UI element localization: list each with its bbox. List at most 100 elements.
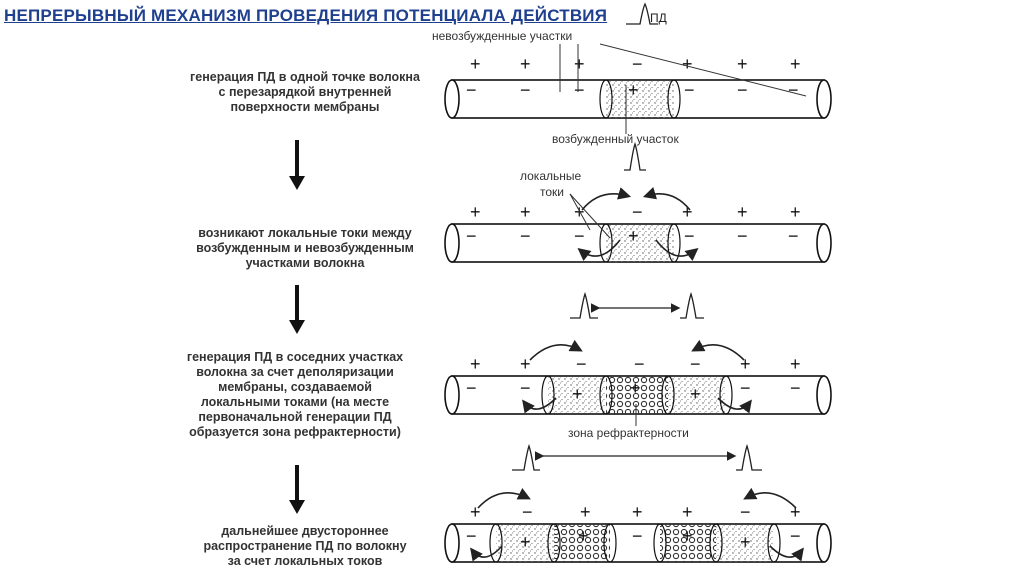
current-arrow-icon xyxy=(577,239,621,261)
excited-segment xyxy=(496,524,554,562)
spike-icon xyxy=(626,2,658,25)
sign-minus: − xyxy=(466,226,477,246)
sign-minus: − xyxy=(684,80,695,100)
sign-plus: + xyxy=(737,54,748,74)
sign-minus: − xyxy=(574,226,585,246)
sign-plus: + xyxy=(580,502,591,522)
step-2-caption: возникают локальные токи между возбужден… xyxy=(150,226,460,271)
sign-plus: + xyxy=(574,202,585,222)
sign-plus: + xyxy=(790,502,801,522)
sign-minus: − xyxy=(466,80,477,100)
sign-plus: + xyxy=(470,54,481,74)
sign-minus: − xyxy=(576,354,587,374)
sign-plus: + xyxy=(572,384,583,404)
excited-label: возбужденный участок xyxy=(552,132,679,146)
sign-minus: − xyxy=(740,502,751,522)
step-2-line: возбужденным и невозбужденным xyxy=(196,241,414,255)
current-arrow-icon xyxy=(717,397,752,414)
sign-plus: + xyxy=(790,54,801,74)
fiber-3 xyxy=(444,375,832,415)
sign-plus: + xyxy=(520,532,531,552)
excited-segment xyxy=(606,80,674,118)
current-arrow-icon xyxy=(655,239,699,261)
pd-label: ПД xyxy=(650,11,667,25)
sign-plus: + xyxy=(574,54,585,74)
sign-plus: + xyxy=(682,526,693,546)
sign-minus: − xyxy=(790,526,801,546)
step-3-line: мембраны, создаваемой xyxy=(218,380,372,394)
step-4-caption: дальнейшее двустороннее распространение … xyxy=(150,524,460,569)
refractory-segment xyxy=(660,524,716,562)
sign-plus: + xyxy=(520,354,531,374)
current-arrow-icon xyxy=(691,339,745,361)
sign-plus: + xyxy=(630,378,641,398)
sign-plus: + xyxy=(682,54,693,74)
sign-minus: − xyxy=(520,80,531,100)
sign-plus: + xyxy=(740,532,751,552)
step-2-line: участками волокна xyxy=(245,256,365,270)
step-1-line: генерация ПД в одной точке волокна xyxy=(190,70,420,84)
sign-plus: + xyxy=(690,384,701,404)
current-arrow-icon xyxy=(769,545,804,562)
sign-plus: + xyxy=(737,202,748,222)
sign-plus: + xyxy=(790,202,801,222)
sign-minus: − xyxy=(740,378,751,398)
sign-plus: + xyxy=(628,80,639,100)
down-arrow-icon xyxy=(289,285,305,334)
sign-plus: + xyxy=(740,354,751,374)
sign-plus: + xyxy=(578,526,589,546)
sign-minus: − xyxy=(466,526,477,546)
spike-icon xyxy=(736,443,762,471)
sign-minus: − xyxy=(520,226,531,246)
step-3-line: волокна за счет деполяризации xyxy=(196,365,394,379)
sign-minus: − xyxy=(574,80,585,100)
local-currents-label: локальные xyxy=(520,169,582,183)
page-title: НЕПРЕРЫВНЫЙ МЕХАНИЗМ ПРОВЕДЕНИЯ ПОТЕНЦИА… xyxy=(4,6,608,25)
fiber-1 xyxy=(444,79,832,119)
sign-minus: − xyxy=(690,354,701,374)
current-arrow-icon xyxy=(581,187,632,211)
current-arrow-icon xyxy=(642,187,691,211)
spike-icon xyxy=(570,291,598,319)
sign-minus: − xyxy=(632,54,643,74)
sign-plus: + xyxy=(632,502,643,522)
excited-segment xyxy=(668,376,726,414)
refractory-label: зона рефрактерности xyxy=(568,426,689,440)
step-4-line: за счет локальных токов xyxy=(227,554,383,568)
refractory-segment xyxy=(606,376,668,414)
sign-plus: + xyxy=(682,502,693,522)
sign-plus: + xyxy=(470,202,481,222)
step-4-line: дальнейшее двустороннее xyxy=(221,524,389,538)
step-3-caption: генерация ПД в соседних участках волокна… xyxy=(140,350,450,440)
sign-minus: − xyxy=(632,202,643,222)
refractory-segment xyxy=(554,524,610,562)
down-arrow-icon xyxy=(289,465,305,514)
sign-plus: + xyxy=(470,354,481,374)
step-1-caption: генерация ПД в одной точке волокна с пер… xyxy=(150,70,460,115)
sign-plus: + xyxy=(470,502,481,522)
sign-plus: + xyxy=(790,354,801,374)
current-arrow-icon xyxy=(522,397,557,414)
step-2-line: возникают локальные токи между xyxy=(198,226,412,240)
step-1-line: с перезарядкой внутренней xyxy=(218,85,392,99)
sign-plus: + xyxy=(520,54,531,74)
spike-icon xyxy=(624,141,646,171)
step-1-line: поверхности мембраны xyxy=(230,100,380,114)
fiber-4 xyxy=(444,523,832,563)
step-3-line: генерация ПД в соседних участках xyxy=(186,350,404,364)
sign-minus: − xyxy=(788,226,799,246)
local-currents-label: токи xyxy=(540,185,564,199)
spike-icon xyxy=(512,443,540,471)
sign-minus: − xyxy=(520,378,531,398)
step-3-line: первоначальной генерации ПД xyxy=(198,410,392,424)
sign-minus: − xyxy=(634,354,645,374)
sign-minus: − xyxy=(788,80,799,100)
current-arrow-icon xyxy=(743,487,797,509)
down-arrow-icon xyxy=(289,140,305,190)
current-arrow-icon xyxy=(529,339,583,361)
sign-minus: − xyxy=(466,378,477,398)
sign-minus: − xyxy=(684,226,695,246)
step-4-line: распространение ПД по волокну xyxy=(203,539,407,553)
excited-segment xyxy=(716,524,774,562)
